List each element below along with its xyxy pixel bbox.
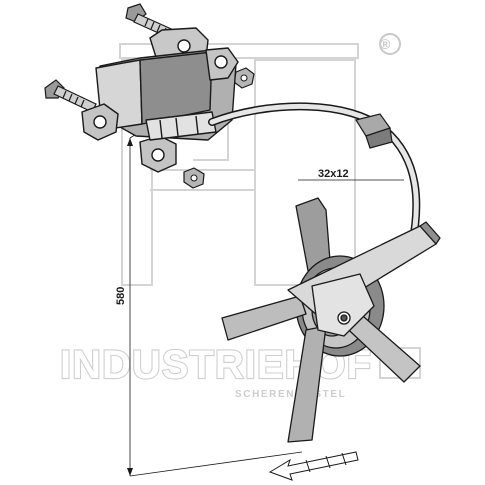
rod-dimension-label: 32x12	[318, 168, 349, 180]
mounting-bracket	[81, 27, 239, 173]
dimension-arrow-top	[127, 138, 133, 146]
registered-circle	[379, 33, 401, 55]
watermark-subtitle: SCHERENMOSTEL	[235, 389, 346, 400]
direction-arrow	[268, 451, 359, 481]
dimension-arrow-bottom	[127, 468, 133, 476]
rod-clamp	[355, 113, 393, 149]
blade-rotor	[221, 197, 441, 443]
bolt-left	[44, 79, 97, 113]
height-dimension-label: 580	[115, 287, 127, 305]
registered-mark: ®	[380, 36, 391, 52]
